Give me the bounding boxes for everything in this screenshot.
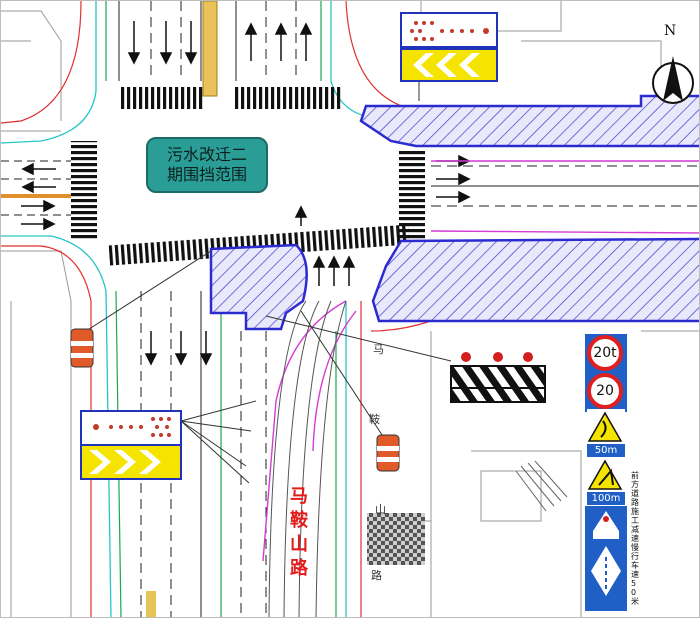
note-char: 5	[631, 579, 637, 588]
note-char: 前	[631, 471, 639, 480]
north-label: N	[664, 23, 677, 39]
road-name-char-4: 路	[290, 558, 308, 579]
east-lane-arrows	[436, 154, 471, 204]
curved-lanes	[268, 300, 347, 617]
callout-line-1: 污水改迁二	[166, 145, 247, 164]
faint-road-char-1: 马	[373, 343, 384, 356]
arrow-board-top	[400, 12, 498, 82]
note-char: 行	[631, 552, 639, 561]
work-zone-north-east	[359, 94, 699, 148]
note-char: 速	[631, 534, 639, 543]
lane-edges	[1, 1, 382, 617]
faint-road-char-4: 路	[371, 569, 382, 582]
distance-label-1: 50m	[587, 444, 625, 457]
note-char: 慢	[631, 543, 639, 552]
crosswalk-north-right	[233, 87, 343, 109]
note-char: 道	[631, 489, 639, 498]
stairs	[515, 460, 568, 512]
hatched-building	[367, 513, 425, 565]
barricade	[450, 352, 546, 403]
north-arrow-icon	[652, 56, 694, 104]
barrel-right	[376, 434, 400, 472]
crosswalk-south	[108, 224, 410, 266]
note-char: 路	[631, 498, 639, 507]
crosswalk-north-left	[119, 87, 204, 109]
crosswalk-west	[71, 141, 97, 239]
work-zone-south-east	[371, 237, 699, 323]
note-char: 减	[631, 525, 639, 534]
road-name-label: 马 鞍 山 路	[287, 485, 311, 581]
callout-line-2: 期围挡范围	[166, 165, 247, 184]
work-zone-callout: 污水改迁二 期围挡范围	[146, 137, 268, 193]
arrow-board-left	[80, 410, 182, 480]
note-char: 方	[631, 480, 639, 489]
north-lane-arrows	[127, 21, 313, 65]
vertical-note: 前 方 道 路 施 工 减 速 慢 行 车 速 5 0 米	[631, 471, 643, 606]
note-char: 0	[631, 588, 637, 597]
faint-road-char-3: 山	[375, 503, 386, 516]
note-char: 速	[631, 570, 639, 579]
road-name-char-2: 鞍	[290, 510, 308, 531]
work-zone-south-west	[209, 243, 308, 331]
speed-limit-sign: 20	[587, 373, 623, 409]
weight-limit-sign: 20t	[587, 335, 623, 371]
note-char: 米	[631, 597, 639, 606]
median-strip-left	[1, 194, 71, 198]
note-char: 车	[631, 561, 639, 570]
road-name-char-1: 马	[290, 486, 308, 507]
note-char: 工	[631, 516, 639, 525]
barrel-left	[70, 328, 94, 368]
south-lane-arrows	[144, 205, 356, 366]
median-strip-top	[202, 1, 218, 97]
west-lane-arrows	[21, 162, 56, 231]
median-strip-bottom	[146, 591, 156, 617]
note-char: 施	[631, 507, 639, 516]
road-name-char-3: 山	[290, 534, 308, 555]
faint-road-char-2: 鞍	[369, 413, 380, 426]
distance-label-2: 100m	[587, 492, 625, 505]
